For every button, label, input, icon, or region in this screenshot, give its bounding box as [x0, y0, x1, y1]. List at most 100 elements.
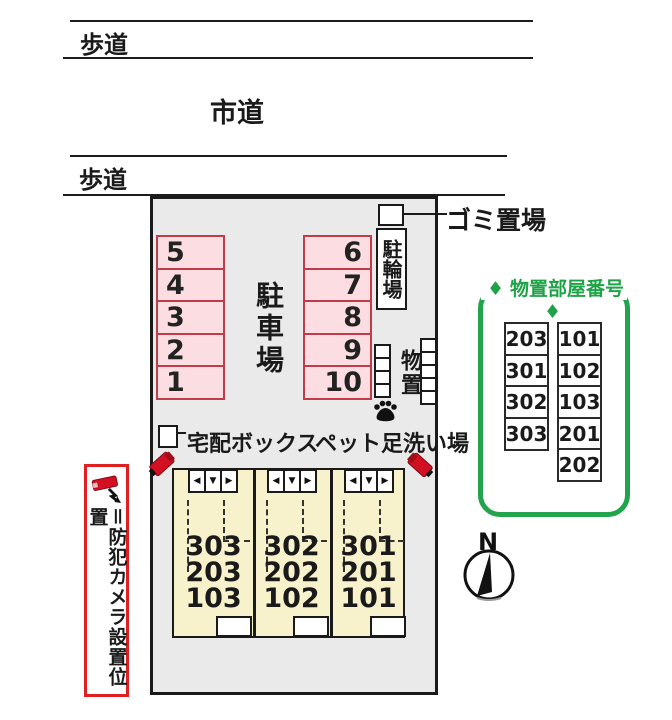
- arrow-down-icon: ▼: [362, 471, 378, 491]
- parking-space-number: 7: [343, 269, 362, 301]
- room-number: 302: [263, 531, 320, 562]
- arrow-down-icon: ▼: [285, 471, 301, 491]
- garbage-box: [378, 204, 404, 226]
- storage-room-number-title-text: 物置部屋番号: [507, 278, 628, 300]
- storage-table-cell: 102: [557, 353, 602, 388]
- arrow-down-icon: ▼: [206, 471, 222, 491]
- parking-right-column: 6 7 8 9 10: [303, 235, 372, 400]
- compass-icon: [463, 549, 515, 601]
- parking-space: 5: [156, 235, 225, 270]
- entrance-porch: ◀ ▼ ▶: [344, 469, 394, 493]
- storage-table-cell: 101: [557, 322, 602, 356]
- parking-space: 3: [156, 300, 225, 335]
- apartment-building: ◀ ▼ ▶ 303 203 103 ◀ ▼ ▶: [172, 468, 407, 638]
- storage-label: 物置: [397, 349, 422, 397]
- stair-dashed-line: [223, 540, 250, 542]
- stair-dashed-line: [187, 500, 189, 572]
- security-camera-icon: [148, 451, 175, 477]
- storage-table-cell: 202: [557, 448, 602, 482]
- security-camera-icon: [407, 452, 434, 478]
- parking-space-number: 4: [166, 269, 185, 301]
- parking-space-number: 6: [343, 237, 362, 268]
- room-number: 101: [340, 583, 397, 614]
- room-number: 301: [340, 531, 397, 562]
- stair-dashed-line: [266, 500, 268, 572]
- arrow-right-icon: ▶: [381, 475, 389, 486]
- parking-space: 9: [303, 332, 372, 368]
- storage-table-cell: 301: [504, 353, 549, 388]
- arrow-left-icon: ◀: [269, 471, 285, 491]
- compass-north-label: N: [478, 528, 499, 556]
- parking-space-number: 3: [166, 302, 185, 333]
- parking-space-number: 9: [343, 334, 362, 366]
- bicycle-parking-box: 駐輪場: [376, 228, 407, 310]
- stair-dashed-line: [379, 500, 381, 542]
- building-unit-1: ◀ ▼ ▶ 303 203 103: [174, 469, 253, 637]
- pet-wash-label: ペット足洗い場: [315, 432, 470, 457]
- parking-space: 4: [156, 267, 225, 303]
- entrance-porch: ◀ ▼ ▶: [267, 469, 317, 493]
- room-number: 102: [263, 583, 320, 614]
- road-line-3: [70, 155, 507, 157]
- storage-table-left-column: 203 301 302 303: [504, 322, 549, 451]
- locker-cell: [420, 390, 437, 405]
- balcony: [370, 616, 406, 637]
- parking-space-number: 5: [166, 237, 185, 268]
- building-unit-2: ◀ ▼ ▶ 302 202 102: [253, 469, 330, 637]
- bicycle-parking-label: 駐輪場: [379, 239, 403, 299]
- parking-space: 6: [303, 235, 372, 270]
- storage-table-right-column: 101 102 103 201 202: [557, 322, 602, 482]
- road-line-4: [63, 194, 505, 196]
- room-number: 103: [185, 583, 242, 614]
- paw-print-icon: [374, 400, 397, 422]
- stair-dashed-line: [302, 540, 327, 542]
- arrow-right-icon: ▶: [304, 475, 312, 486]
- arrow-left-icon: ◀: [346, 471, 362, 491]
- locker-cell: [374, 383, 391, 398]
- stair-dashed-line: [379, 540, 404, 542]
- parking-space: 2: [156, 332, 225, 368]
- balcony: [293, 616, 329, 637]
- garbage-connector-line: [403, 213, 447, 215]
- arrow-right-icon: ▶: [225, 475, 233, 486]
- room-number: 203: [185, 557, 242, 588]
- room-number: 202: [263, 557, 320, 588]
- delivery-box-label: 宅配ボックス: [187, 432, 319, 457]
- road-line-2: [63, 57, 533, 59]
- diamond-icon: ♦: [483, 278, 508, 300]
- entrance-porch: ◀ ▼ ▶: [188, 469, 238, 493]
- parking-left-column: 5 4 3 2 1: [156, 235, 225, 400]
- unit-room-numbers: 303 203 103: [174, 531, 253, 614]
- parking-space-number: 2: [166, 334, 185, 366]
- stair-dashed-line: [302, 500, 304, 542]
- diamond-icon: ♦: [540, 301, 565, 323]
- parking-space-number: 8: [343, 302, 362, 333]
- storage-table-cell: 303: [504, 416, 549, 451]
- balcony: [216, 616, 252, 637]
- camera-legend-panel: ＝防犯カメラ設置位置: [84, 464, 129, 697]
- storage-room-number-title: ♦物置部屋番号♦: [470, 274, 638, 323]
- storage-room-number-panel: [478, 286, 630, 517]
- building-unit-3: ◀ ▼ ▶ 301 201 101: [330, 469, 407, 637]
- delivery-box-tick: [177, 432, 186, 434]
- parking-space-number: 10: [324, 367, 362, 398]
- parking-space: 10: [303, 365, 372, 400]
- storage-table-cell: 103: [557, 385, 602, 419]
- storage-table-cell: 201: [557, 416, 602, 451]
- unit-room-numbers: 302 202 102: [253, 531, 330, 614]
- parking-space-number: 1: [166, 367, 185, 398]
- unit-separator: [253, 470, 256, 636]
- storage-table-cell: 302: [504, 385, 549, 419]
- camera-legend-label: ＝防犯カメラ設置位置: [86, 506, 128, 687]
- parking-space: 8: [303, 300, 372, 335]
- delivery-box-icon: [158, 425, 178, 448]
- unit-room-numbers: 301 201 101: [330, 531, 407, 614]
- storage-table-cell: 203: [504, 322, 549, 356]
- garbage-label: ゴミ置場: [446, 206, 547, 235]
- room-number: 303: [185, 531, 242, 562]
- stair-dashed-line: [343, 500, 345, 572]
- parking-area-label: 駐車場: [252, 281, 285, 377]
- room-number: 201: [340, 557, 397, 588]
- parking-space: 7: [303, 267, 372, 303]
